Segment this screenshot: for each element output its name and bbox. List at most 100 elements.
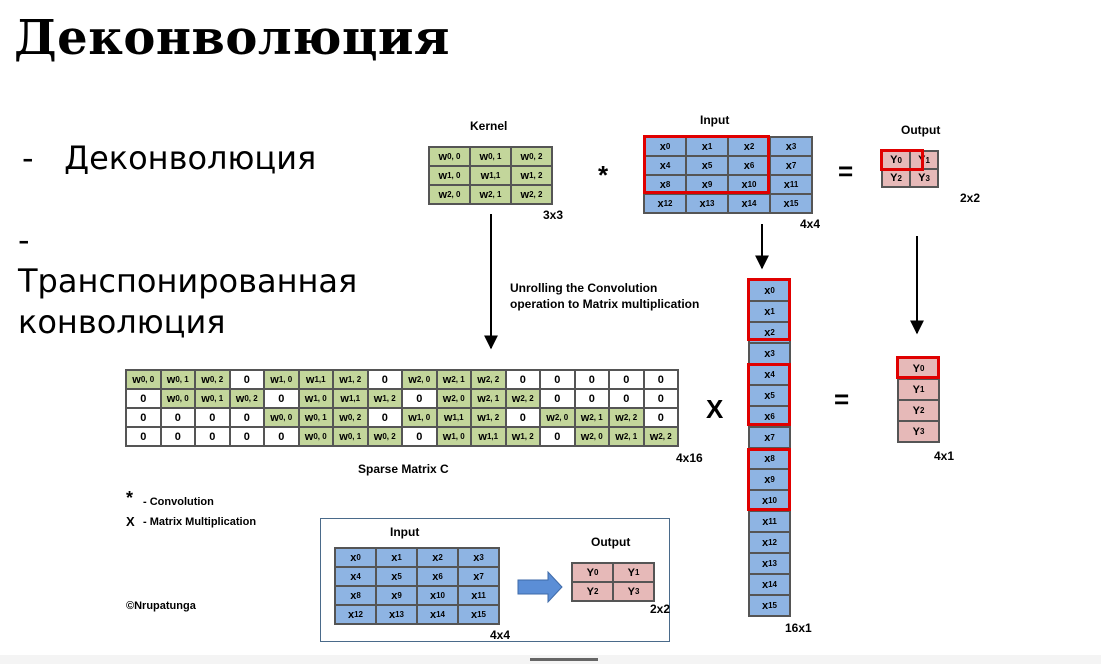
sparse-matrix-c-cell: 0 xyxy=(229,427,264,446)
sparse-matrix-c-cell: 0 xyxy=(264,389,299,408)
summary-inset-panel xyxy=(320,518,670,642)
sparse-matrix-c-cell: 0 xyxy=(643,408,678,427)
sparse-matrix-c-cell: 0 xyxy=(195,408,230,427)
legend-conv-symbol: * xyxy=(126,488,134,508)
inset-input-size: 4x4 xyxy=(490,628,511,642)
input-label: Input xyxy=(700,113,730,127)
bottom-scroll-handle[interactable] xyxy=(530,658,598,661)
sparse-matrix-c-cell: 0 xyxy=(574,370,609,389)
sparse-matrix-c-cell: 0 xyxy=(505,408,540,427)
sparse-matrix-c-cell: 0 xyxy=(402,389,437,408)
equals-symbol-bottom: = xyxy=(834,384,850,414)
inset-output-size: 2x2 xyxy=(650,602,671,616)
sparse-matrix-c-cell: 0 xyxy=(540,427,575,446)
equals-symbol-top: = xyxy=(838,156,854,186)
kernel-size-label: 3x3 xyxy=(543,208,564,222)
sparse-matrix-c-cell: 0 xyxy=(160,408,195,427)
sparse-matrix-c-cell: 0 xyxy=(643,370,678,389)
legend-mult-symbol: X xyxy=(126,514,135,529)
vector-size-label: 16x1 xyxy=(785,621,812,635)
sparse-matrix-c-cell: 0 xyxy=(505,370,540,389)
sparse-matrix-c-cell: 0 xyxy=(367,408,402,427)
sparse-matrix-c-cell: 0 xyxy=(540,370,575,389)
sparse-matrix-c-cell: 0 xyxy=(126,408,161,427)
bullet-1: - Деконволюция xyxy=(22,138,316,179)
bullet-1-dash: - xyxy=(22,139,34,177)
sparse-matrix-c-cell: 0 xyxy=(367,370,402,389)
kernel-label: Kernel xyxy=(470,119,508,133)
convolution-symbol: * xyxy=(598,160,609,190)
unroll-text-line-2: operation to Matrix multiplication xyxy=(510,297,700,311)
sparse-matrix-c-cell: 0 xyxy=(160,427,195,446)
output-size-label: 2x2 xyxy=(960,191,981,205)
sparse-matrix-c-cell: 0 xyxy=(126,427,161,446)
bullet-2-line-2: конволюция xyxy=(18,303,226,341)
out-vector-size-label: 4x1 xyxy=(934,449,955,463)
